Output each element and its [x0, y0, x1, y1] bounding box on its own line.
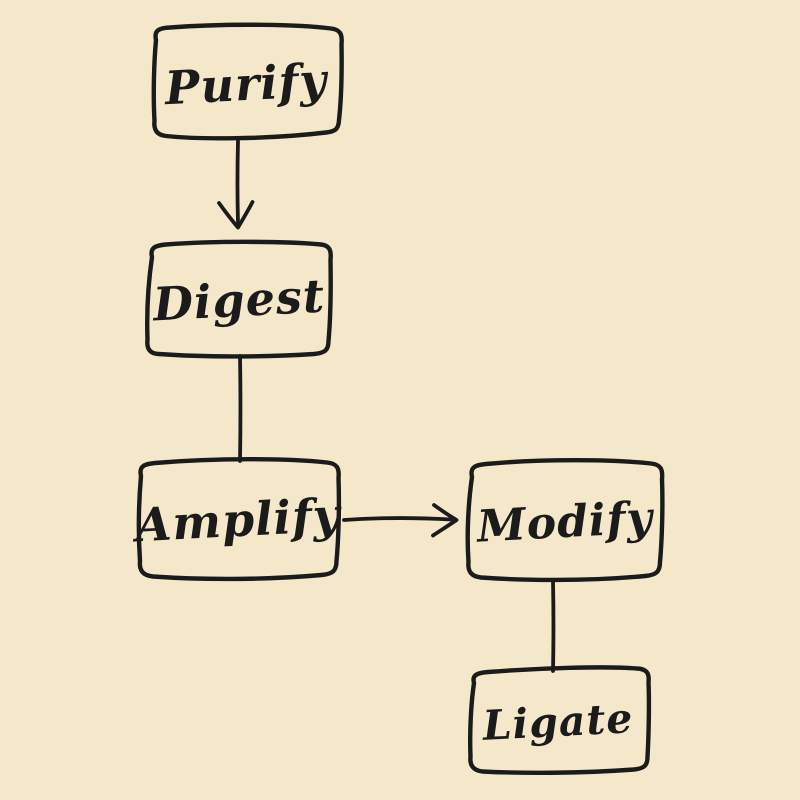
edge-amplify-modify-arrowhead-icon — [431, 503, 459, 538]
node-ligate-outline — [467, 665, 652, 776]
node-digest-label: Digest — [151, 268, 327, 332]
node-purify-outline — [151, 22, 344, 141]
edge-purify-digest-line — [235, 139, 240, 225]
node-amplify-label: Amplify — [134, 487, 342, 553]
node-modify-label: Modify — [475, 491, 655, 553]
node-ligate-label: Ligate — [481, 694, 635, 750]
node-digest-outline — [145, 239, 333, 359]
node-modify-outline — [465, 457, 665, 583]
edge-purify-digest-arrowhead-icon — [217, 200, 255, 230]
node-purify-label: Purify — [163, 52, 329, 116]
node-amplify-outline — [136, 456, 342, 582]
edge-amplify-modify-line — [342, 516, 453, 522]
